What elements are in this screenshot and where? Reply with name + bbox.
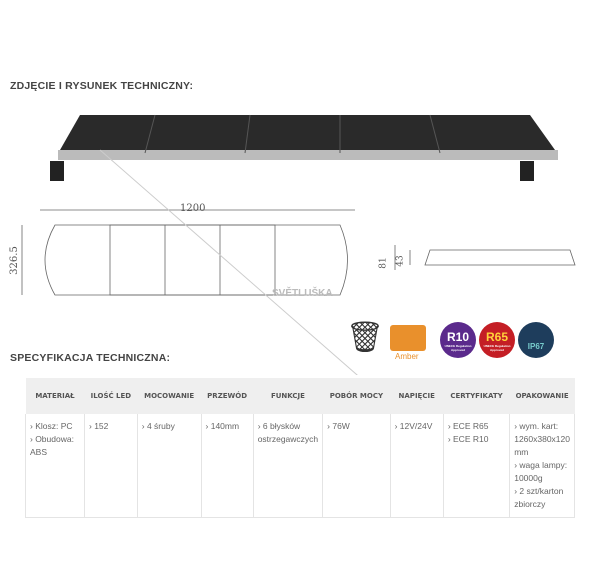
width-dimension: 1200 <box>180 203 206 214</box>
amber-label: Amber <box>395 352 419 361</box>
height-dimension: 326.5 <box>8 246 20 275</box>
cell-line: › 140mm <box>205 421 240 431</box>
cell-line: › Klosz: PC <box>30 421 73 431</box>
side-height-dimension: 81 <box>378 257 389 269</box>
col-header: POBÓR MOCY <box>322 378 391 414</box>
technical-drawing <box>21 114 576 375</box>
cell-line: › ECE R10 <box>447 434 489 444</box>
watermark: SVĚTLUŠKA <box>272 288 333 299</box>
cell-line: › waga lampy: 10000g <box>514 460 568 483</box>
cell-line: › Obudowa: ABS <box>30 434 74 457</box>
side-height2-dimension: 43 <box>395 255 406 267</box>
col-header: PRZEWÓD <box>201 378 254 414</box>
lightbar-photo <box>50 114 558 181</box>
col-header: ILOŚĆ LED <box>84 378 138 414</box>
section-title-spec: SPECYFIKACJA TECHNICZNA: <box>10 352 171 364</box>
col-header: OPAKOWANIE <box>509 378 575 414</box>
section-title-photo: ZDJĘCIE I RYSUNEK TECHNICZNY: <box>10 80 194 92</box>
amber-beacon-icon <box>390 325 426 351</box>
cell-line: › 6 błysków ostrzegawczych <box>257 421 319 444</box>
cell-line: › wym. kart: 1260x380x120 mm <box>514 421 570 457</box>
col-header: FUNKCJE <box>253 378 323 414</box>
cell-line: › ECE R65 <box>447 421 489 431</box>
cell-line: › 76W <box>327 421 350 431</box>
table-row: › Klosz: PC › Obudowa: ABS › 152 › 4 śrub… <box>25 414 575 518</box>
col-header: MATERIAŁ <box>25 378 85 414</box>
col-header: CERTYFIKATY <box>443 378 510 414</box>
ip67-badge: IP67 <box>518 322 554 358</box>
col-header: MOCOWANIE <box>137 378 202 414</box>
cell-line: › 4 śruby <box>141 421 175 431</box>
side-view <box>394 245 576 270</box>
top-view <box>21 209 355 296</box>
cell-line: › 152 <box>89 421 109 431</box>
cell-line: › 12V/24V <box>394 421 433 431</box>
col-header: NAPIĘCIE <box>390 378 444 414</box>
weee-bin-icon: 🗑 <box>346 321 385 354</box>
cell-line: › 2 szt/karton zbiorczy <box>514 486 564 509</box>
